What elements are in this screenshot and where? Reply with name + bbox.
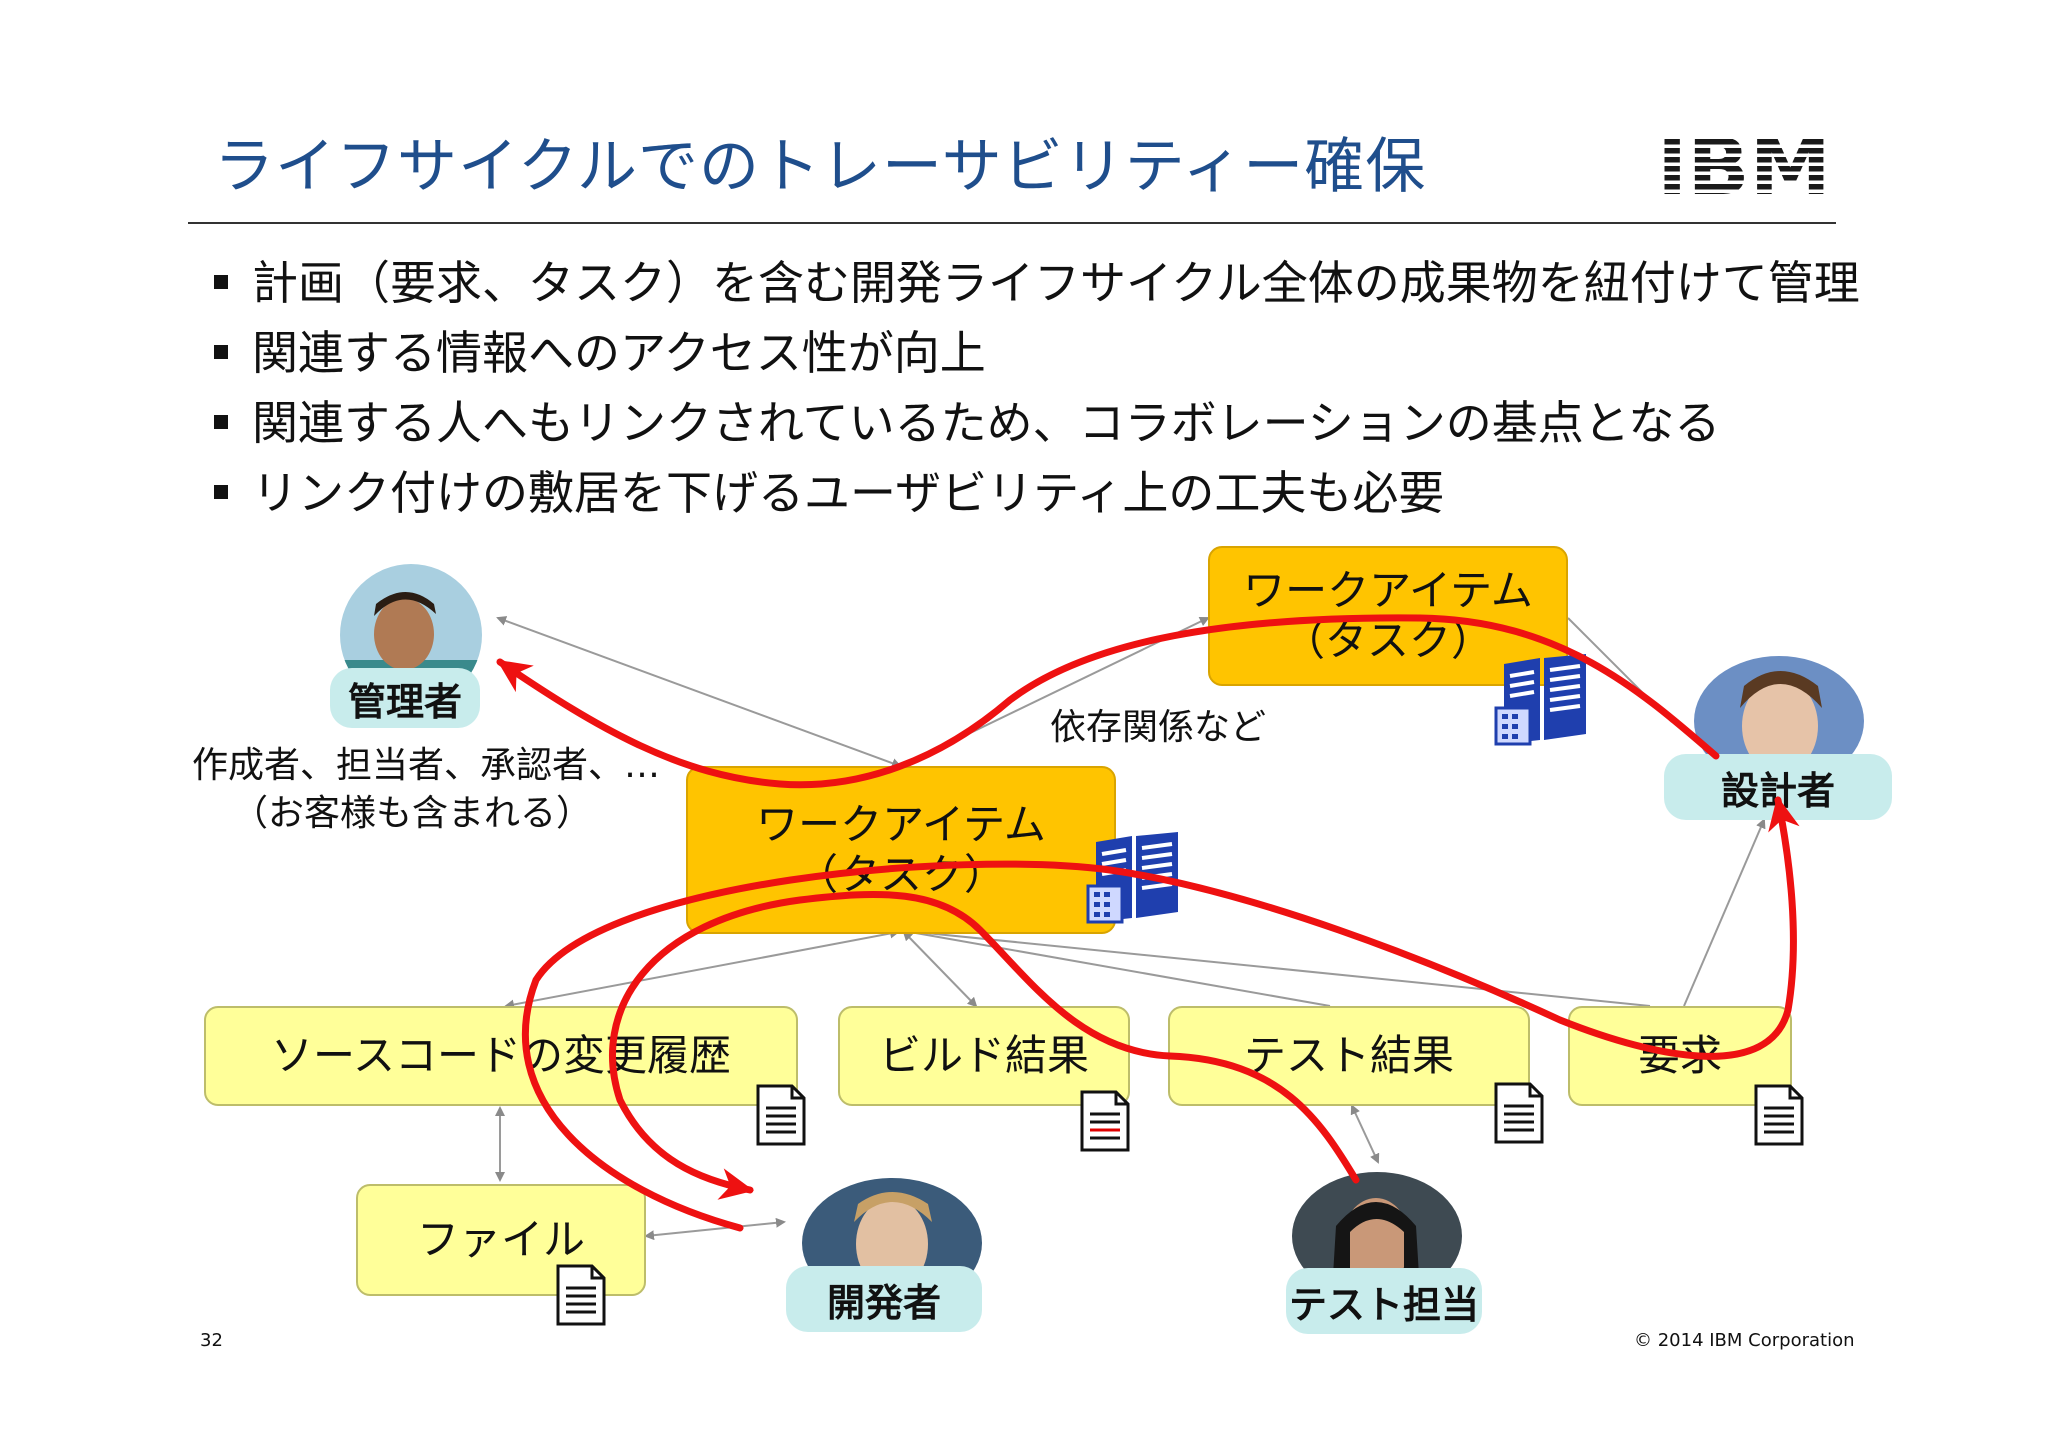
task-book-icon <box>1086 832 1178 924</box>
people-note-line2: （お客様も含まれる） <box>232 793 593 834</box>
manager-role-badge[interactable]: 管理者 <box>330 668 480 728</box>
source-history-box[interactable]: ソースコードの変更履歴 <box>204 1006 798 1106</box>
work-item-main-title: ワークアイテム <box>756 800 1046 849</box>
requirement-label: 要求 <box>1637 1031 1722 1080</box>
build-result-label: ビルド結果 <box>878 1031 1089 1080</box>
people-note-line1: 作成者、担当者、承認者、… <box>192 745 661 786</box>
svg-text:IBM: IBM <box>1657 130 1831 202</box>
work-item-top-subtitle: （タスク） <box>1282 616 1493 665</box>
document-icon <box>1754 1084 1804 1146</box>
document-icon <box>556 1264 606 1326</box>
tester-role-badge[interactable]: テスト担当 <box>1286 1268 1482 1334</box>
work-item-main-box[interactable]: ワークアイテム （タスク） <box>686 766 1116 934</box>
slide-title: ライフサイクルでのトレーサビリティー確保 <box>214 132 1427 202</box>
bullet-item: 関連する情報へのアクセス性が向上 <box>212 318 1860 388</box>
test-result-box[interactable]: テスト結果 <box>1168 1006 1530 1106</box>
build-log-icon <box>1080 1090 1130 1152</box>
bullet-square-icon <box>214 415 228 429</box>
bullet-item: リンク付けの敷居を下げるユーザビリティ上の工夫も必要 <box>212 458 1860 528</box>
ibm-logo: IBM <box>1657 130 1831 202</box>
bullet-square-icon <box>214 275 228 289</box>
document-icon <box>1494 1082 1544 1144</box>
task-book-icon <box>1494 654 1586 746</box>
bullet-list: 計画（要求、タスク）を含む開発ライフサイクル全体の成果物を紐付けて管理 関連する… <box>212 248 1860 528</box>
test-result-label: テスト結果 <box>1243 1031 1454 1080</box>
file-label: ファイル <box>416 1215 585 1264</box>
developer-role-badge[interactable]: 開発者 <box>786 1266 982 1332</box>
bullet-item: 計画（要求、タスク）を含む開発ライフサイクル全体の成果物を紐付けて管理 <box>212 248 1860 318</box>
bullet-square-icon <box>214 345 228 359</box>
page-number: 32 <box>200 1330 223 1351</box>
bullet-item: 関連する人へもリンクされているため、コラボレーションの基点となる <box>212 388 1860 458</box>
work-item-top-title: ワークアイテム <box>1243 566 1533 615</box>
bullet-square-icon <box>214 485 228 499</box>
title-divider <box>188 222 1836 224</box>
dependency-note: 依存関係など <box>1050 707 1267 748</box>
source-history-label: ソースコードの変更履歴 <box>271 1031 731 1080</box>
document-icon <box>756 1084 806 1146</box>
copyright-text: © 2014 IBM Corporation <box>1634 1330 1855 1351</box>
designer-role-badge[interactable]: 設計者 <box>1664 754 1892 820</box>
work-item-main-subtitle: （タスク） <box>795 850 1006 899</box>
